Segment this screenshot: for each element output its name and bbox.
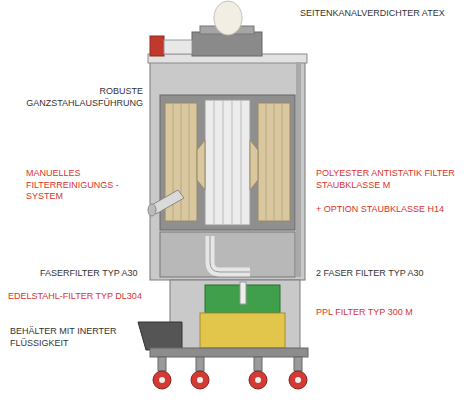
part-label: SEITENKANALVERDICHTER ATEX	[300, 8, 450, 20]
part-label: 2 FASER FILTER TYP A30	[316, 268, 424, 280]
part-label: FASERFILTER TYP A30	[40, 268, 138, 280]
part-label: PPL FILTER TYP 300 M	[316, 307, 413, 319]
part-label: POLYESTER ANTISTATIK FILTER STAUBKLASSE …	[316, 168, 456, 191]
part-label: MANUELLES FILTERREINIGUNGS -SYSTEM	[26, 168, 134, 203]
part-label: EDELSTAHL-FILTER TYP DL304	[8, 291, 142, 303]
part-label: ROBUSTE GANZSTAHLAUSFÜHRUNG	[18, 86, 143, 109]
part-label: BEHÄLTER MIT INERTER FLÜSSIGKEIT	[10, 326, 130, 349]
part-label: + OPTION STAUBKLASSE H14	[316, 204, 444, 216]
